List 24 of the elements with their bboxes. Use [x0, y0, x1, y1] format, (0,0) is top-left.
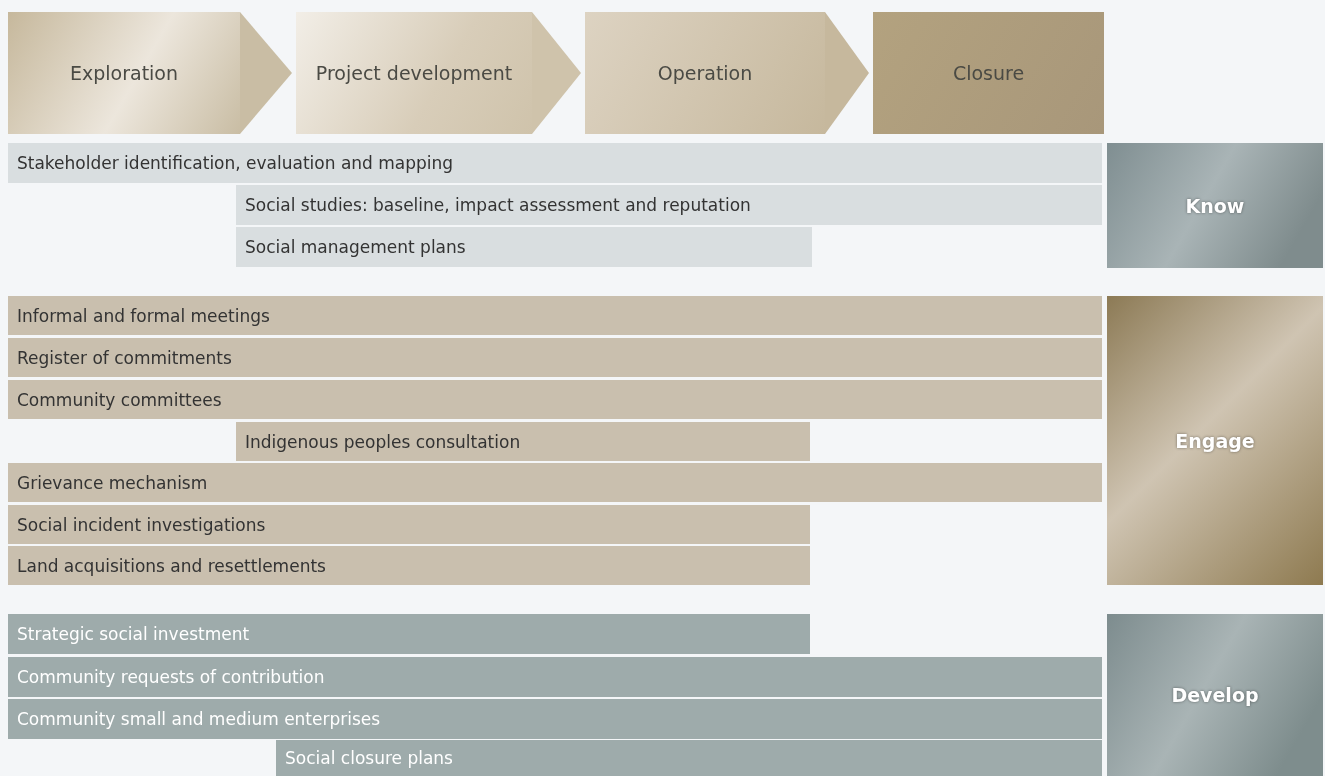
activity-bar: Indigenous peoples consultation [236, 422, 810, 461]
chevron-arrow [240, 12, 292, 134]
phase-heading: Closure [873, 12, 1104, 134]
activity-bar: Register of commitments [8, 338, 1102, 377]
activity-bar: Community requests of contribution [8, 657, 1102, 697]
activity-bar: Stakeholder identification, evaluation and mapping [8, 143, 1102, 183]
phase-heading: Project development [296, 12, 532, 134]
activity-bar: Informal and formal meetings [8, 296, 1102, 335]
phase-heading: Exploration [8, 12, 240, 134]
activity-bar: Social studies: baseline, impact assessment and reputation [236, 185, 1102, 225]
category-block: Know [1107, 143, 1323, 268]
category-block: Engage [1107, 296, 1323, 585]
activity-bar: Community committees [8, 380, 1102, 419]
activity-bar: Grievance mechanism [8, 463, 1102, 502]
activity-bar: Social management plans [236, 227, 812, 267]
activity-bar: Social closure plans [276, 740, 1102, 776]
activity-bar: Strategic social investment [8, 614, 810, 654]
activity-bar: Social incident investigations [8, 505, 810, 544]
activity-bar: Community small and medium enterprises [8, 699, 1102, 739]
chevron-arrow [532, 12, 581, 134]
activity-bar: Land acquisitions and resettlements [8, 546, 810, 585]
chevron-arrow [825, 12, 869, 134]
phase-heading: Operation [585, 12, 825, 134]
category-block: Develop [1107, 614, 1323, 776]
